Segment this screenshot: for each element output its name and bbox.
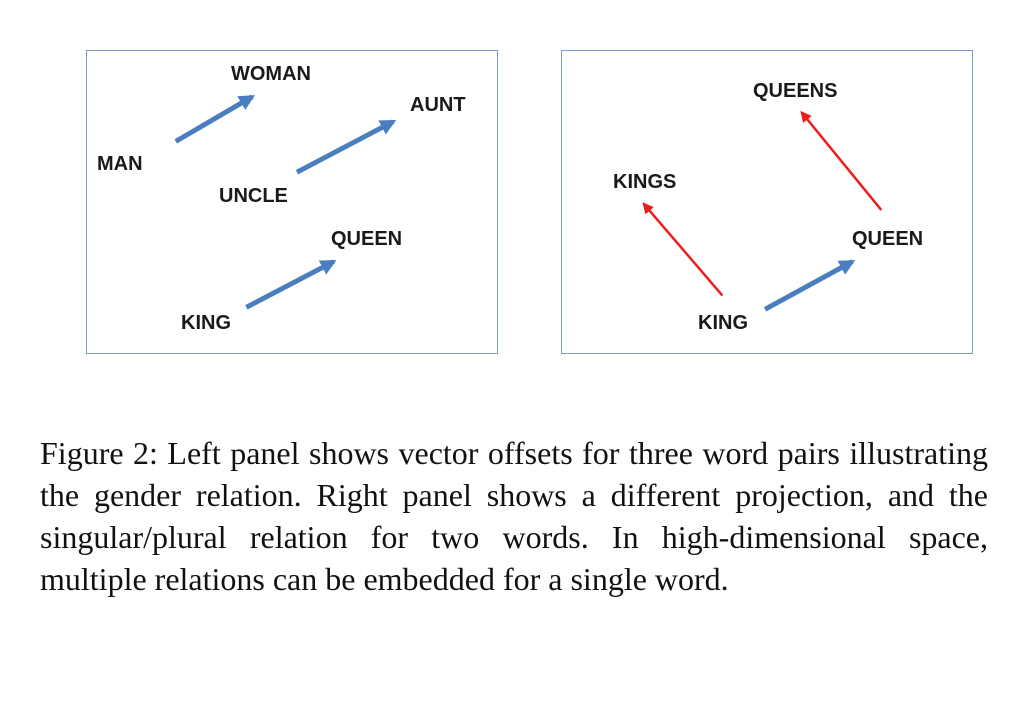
word-queen-right: QUEEN — [852, 228, 924, 250]
right-panel: QUEENS KINGS QUEEN KING — [561, 50, 973, 354]
word-aunt: AUNT — [410, 94, 466, 116]
word-woman: WOMAN — [231, 63, 311, 85]
queen-queens-arrow — [800, 110, 883, 211]
uncle-aunt-arrow — [295, 119, 397, 175]
left-panel: WOMAN AUNT MAN UNCLE QUEEN KING — [86, 50, 498, 354]
figure-caption: Figure 2: Left panel shows vector offset… — [40, 435, 988, 597]
word-kings: KINGS — [613, 171, 677, 193]
word-queen: QUEEN — [331, 228, 403, 250]
man-woman-arrow — [174, 94, 256, 144]
king-kings-arrow — [642, 202, 724, 297]
word-king: KING — [181, 312, 231, 334]
word-queens: QUEENS — [753, 80, 838, 102]
king-queen-arrow — [245, 259, 337, 310]
king-queen-arrow-right — [763, 259, 856, 312]
left-panel-arrows — [174, 94, 397, 310]
word-king-right: KING — [698, 312, 748, 334]
right-panel-arrows — [642, 110, 883, 312]
word-uncle: UNCLE — [219, 185, 288, 207]
word-man: MAN — [97, 153, 143, 175]
